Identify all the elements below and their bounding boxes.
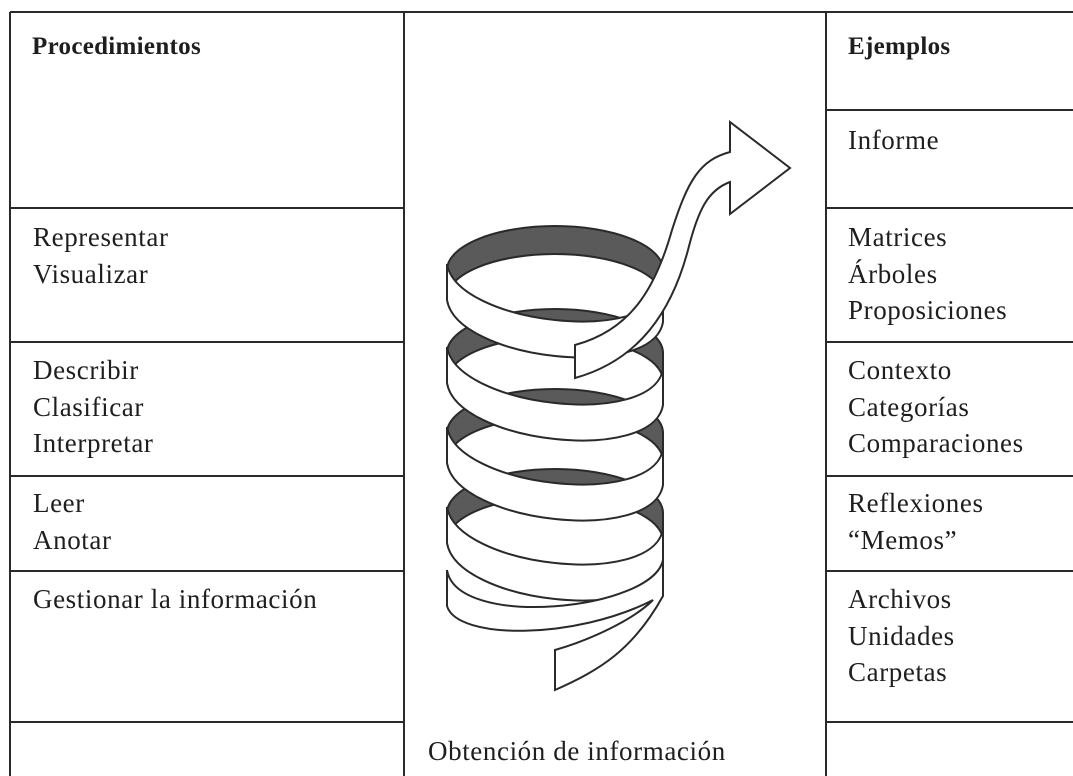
procedimientos-gestionar: Gestionar la información: [33, 581, 317, 618]
cell-line: Visualizar: [33, 258, 149, 289]
header-ejemplos: Ejemplos: [848, 33, 951, 60]
header-procedimientos: Procedimientos: [32, 33, 201, 60]
cell-line: Describir: [33, 355, 139, 385]
ejemplos-reflexiones: Reflexiones “Memos”: [848, 485, 984, 558]
cell-line: Unidades: [848, 620, 955, 651]
cell-line: Comparaciones: [848, 428, 1024, 458]
cell-line: Categorías: [848, 391, 970, 422]
cell-line: Contexto: [848, 355, 952, 385]
cell-line: Anotar: [33, 524, 112, 555]
cell-line: Clasificar: [33, 391, 144, 422]
bottom-label: Obtención de información: [428, 736, 726, 766]
cell-line: Informe: [848, 125, 940, 155]
cell-line: Interpretar: [33, 428, 154, 458]
cell-line: Leer: [33, 488, 85, 518]
cell-line: Archivos: [848, 584, 952, 614]
cell-line: “Memos”: [848, 524, 958, 555]
cell-line: Árboles: [848, 258, 938, 289]
cell-line: Reflexiones: [848, 488, 984, 518]
cell-line: Proposiciones: [848, 295, 1008, 325]
cell-line: Representar: [33, 222, 169, 252]
cell-line: Gestionar la información: [33, 584, 318, 614]
ejemplos-informe: Informe: [848, 122, 939, 159]
cell-line: Carpetas: [848, 657, 948, 687]
cell-line: Matrices: [848, 222, 948, 252]
